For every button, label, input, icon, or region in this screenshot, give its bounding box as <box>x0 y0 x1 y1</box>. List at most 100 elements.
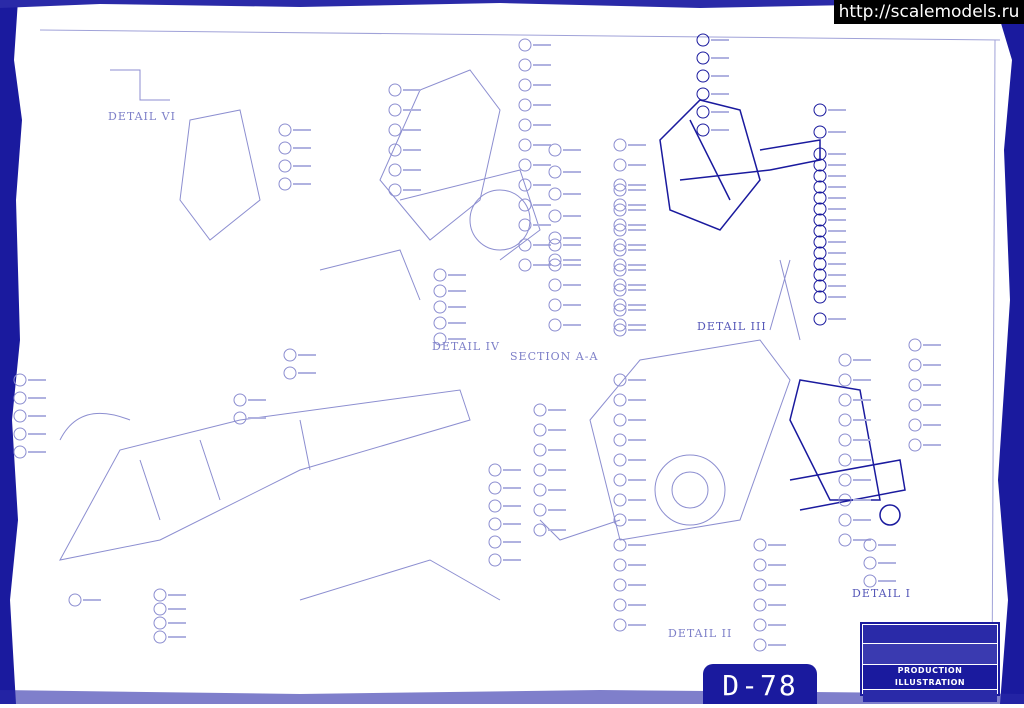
callout-bubble <box>613 598 627 612</box>
watermark: http://scalemodels.ru <box>834 0 1024 24</box>
drawing-stroke <box>671 471 709 509</box>
callout-bubble <box>233 411 247 425</box>
callout-bubble <box>813 257 827 271</box>
detail-ii-label: DETAIL II <box>668 627 733 640</box>
callout-bubble <box>518 78 532 92</box>
callout-bubble <box>518 258 532 272</box>
callout-bubble <box>613 538 627 552</box>
callout-bubble <box>838 453 852 467</box>
detail-i-label: DETAIL I <box>852 587 912 600</box>
callout-bubble <box>548 238 562 252</box>
callout-bubble <box>153 616 167 630</box>
callout-bubble <box>863 538 877 552</box>
drawing-stroke-dark <box>789 459 906 511</box>
drawing-stroke <box>469 189 531 251</box>
callout-bubble <box>13 391 27 405</box>
drawing-stroke-dark <box>679 119 771 201</box>
callout-bubble <box>613 578 627 592</box>
drawing-stroke <box>399 169 541 261</box>
callout-bubble <box>548 209 562 223</box>
callout-bubble <box>613 218 627 232</box>
callout-bubble <box>813 202 827 216</box>
title-block-rows <box>863 644 997 664</box>
callout-bubble <box>613 263 627 277</box>
callout-bubble <box>613 223 627 237</box>
callout-bubble <box>533 463 547 477</box>
top-border-stain <box>0 0 1024 8</box>
callout-bubble <box>13 373 27 387</box>
left-border-stain <box>0 0 22 704</box>
callout-bubble <box>233 393 247 407</box>
callout-bubble <box>838 533 852 547</box>
drawing-stroke <box>539 519 621 541</box>
callout-bubble <box>613 258 627 272</box>
callout-bubble <box>863 574 877 588</box>
callout-bubble <box>696 51 710 65</box>
callout-bubble <box>613 303 627 317</box>
callout-bubble <box>613 178 627 192</box>
callout-bubble <box>388 163 402 177</box>
title-block: PRODUCTION ILLUSTRATION <box>860 622 1000 702</box>
callout-bubble <box>388 143 402 157</box>
callout-bubble <box>813 213 827 227</box>
callout-bubble <box>696 87 710 101</box>
callout-bubble <box>548 253 562 267</box>
drawing-stroke <box>319 249 421 301</box>
drawing-stroke-dark <box>879 504 901 526</box>
detail-vi-label: DETAIL VI <box>108 110 176 123</box>
drawing-stroke-dark <box>759 139 821 171</box>
callout-bubble <box>696 123 710 137</box>
callout-bubble <box>613 158 627 172</box>
callout-bubble <box>433 284 447 298</box>
callout-bubble <box>518 98 532 112</box>
callout-bubble <box>813 224 827 238</box>
callout-bubble <box>488 499 502 513</box>
callout-bubble <box>613 493 627 507</box>
title-block-title: PRODUCTION ILLUSTRATION <box>863 665 997 689</box>
callout-bubble <box>838 393 852 407</box>
callout-bubble <box>613 473 627 487</box>
callout-bubble <box>533 503 547 517</box>
callout-bubble <box>813 158 827 172</box>
callout-bubble <box>433 300 447 314</box>
callout-bubble <box>518 58 532 72</box>
drawing-stroke <box>59 389 471 561</box>
callout-bubble <box>278 123 292 137</box>
callout-bubble <box>548 318 562 332</box>
callout-bubble <box>813 191 827 205</box>
callout-bubble <box>908 398 922 412</box>
callout-bubble <box>533 523 547 537</box>
callout-bubble <box>908 418 922 432</box>
callout-bubble <box>838 493 852 507</box>
callout-bubble <box>153 602 167 616</box>
callout-bubble <box>278 141 292 155</box>
callout-bubble <box>908 378 922 392</box>
callout-bubble <box>813 312 827 326</box>
callout-bubble <box>613 183 627 197</box>
callout-bubble <box>613 318 627 332</box>
callout-bubble <box>753 538 767 552</box>
callout-bubble <box>533 423 547 437</box>
callout-bubble <box>613 278 627 292</box>
callout-bubble <box>908 338 922 352</box>
callout-bubble <box>813 147 827 161</box>
callout-bubble <box>696 33 710 47</box>
callout-bubble <box>613 513 627 527</box>
drawing-stroke <box>139 419 311 521</box>
callout-bubble <box>613 298 627 312</box>
right-border-stain <box>998 20 1024 704</box>
callout-bubble <box>278 159 292 173</box>
callout-bubble <box>488 553 502 567</box>
callout-bubble <box>613 203 627 217</box>
callout-bubble <box>518 178 532 192</box>
callout-bubble <box>548 298 562 312</box>
drawing-stroke <box>179 109 261 241</box>
callout-bubble <box>813 290 827 304</box>
callout-bubble <box>753 558 767 572</box>
callout-bubble <box>518 218 532 232</box>
callout-bubble <box>548 278 562 292</box>
callout-bubble <box>153 588 167 602</box>
callout-bubble <box>753 598 767 612</box>
callout-bubble <box>813 103 827 117</box>
